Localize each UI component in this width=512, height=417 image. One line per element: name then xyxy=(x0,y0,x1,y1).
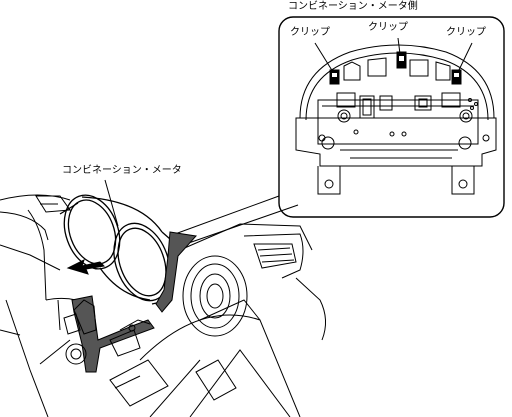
combination-meter-label: コンビネーション・メータ xyxy=(62,165,182,176)
combination-meter xyxy=(59,194,179,305)
clip-marker-center xyxy=(396,51,407,69)
callout-leader-line-lower xyxy=(179,204,299,247)
meter-mount-hole-right xyxy=(458,179,468,189)
clip-label-left: クリップ xyxy=(290,27,330,38)
detail-callout-box xyxy=(278,16,505,218)
clip-marker-left xyxy=(329,69,340,85)
clip-leader-right xyxy=(457,42,473,73)
meter-label-leader xyxy=(104,179,119,227)
dashboard-outline xyxy=(0,194,326,417)
meter-mount-hole-left xyxy=(324,179,334,189)
clip-leader-left xyxy=(314,42,334,73)
trim-panel-hatched-edge xyxy=(155,231,197,313)
clip-leader-center xyxy=(397,37,401,55)
meter-side-title: コンビネーション・メータ側 xyxy=(288,1,418,12)
clip-label-center: クリップ xyxy=(368,22,408,33)
steering-column xyxy=(39,299,151,365)
meter-rear-housing xyxy=(295,44,497,167)
air-vent xyxy=(182,255,248,337)
meter-rear-components xyxy=(318,57,490,150)
clip-marker-right xyxy=(451,69,462,85)
callout-leader-line-upper xyxy=(174,195,280,235)
lower-trim-hatched xyxy=(71,295,155,373)
meter-mount-foot-left xyxy=(317,166,341,195)
clip-label-right: クリップ xyxy=(446,27,486,38)
pull-direction-arrow xyxy=(66,259,106,275)
meter-mount-foot-right xyxy=(451,166,475,195)
